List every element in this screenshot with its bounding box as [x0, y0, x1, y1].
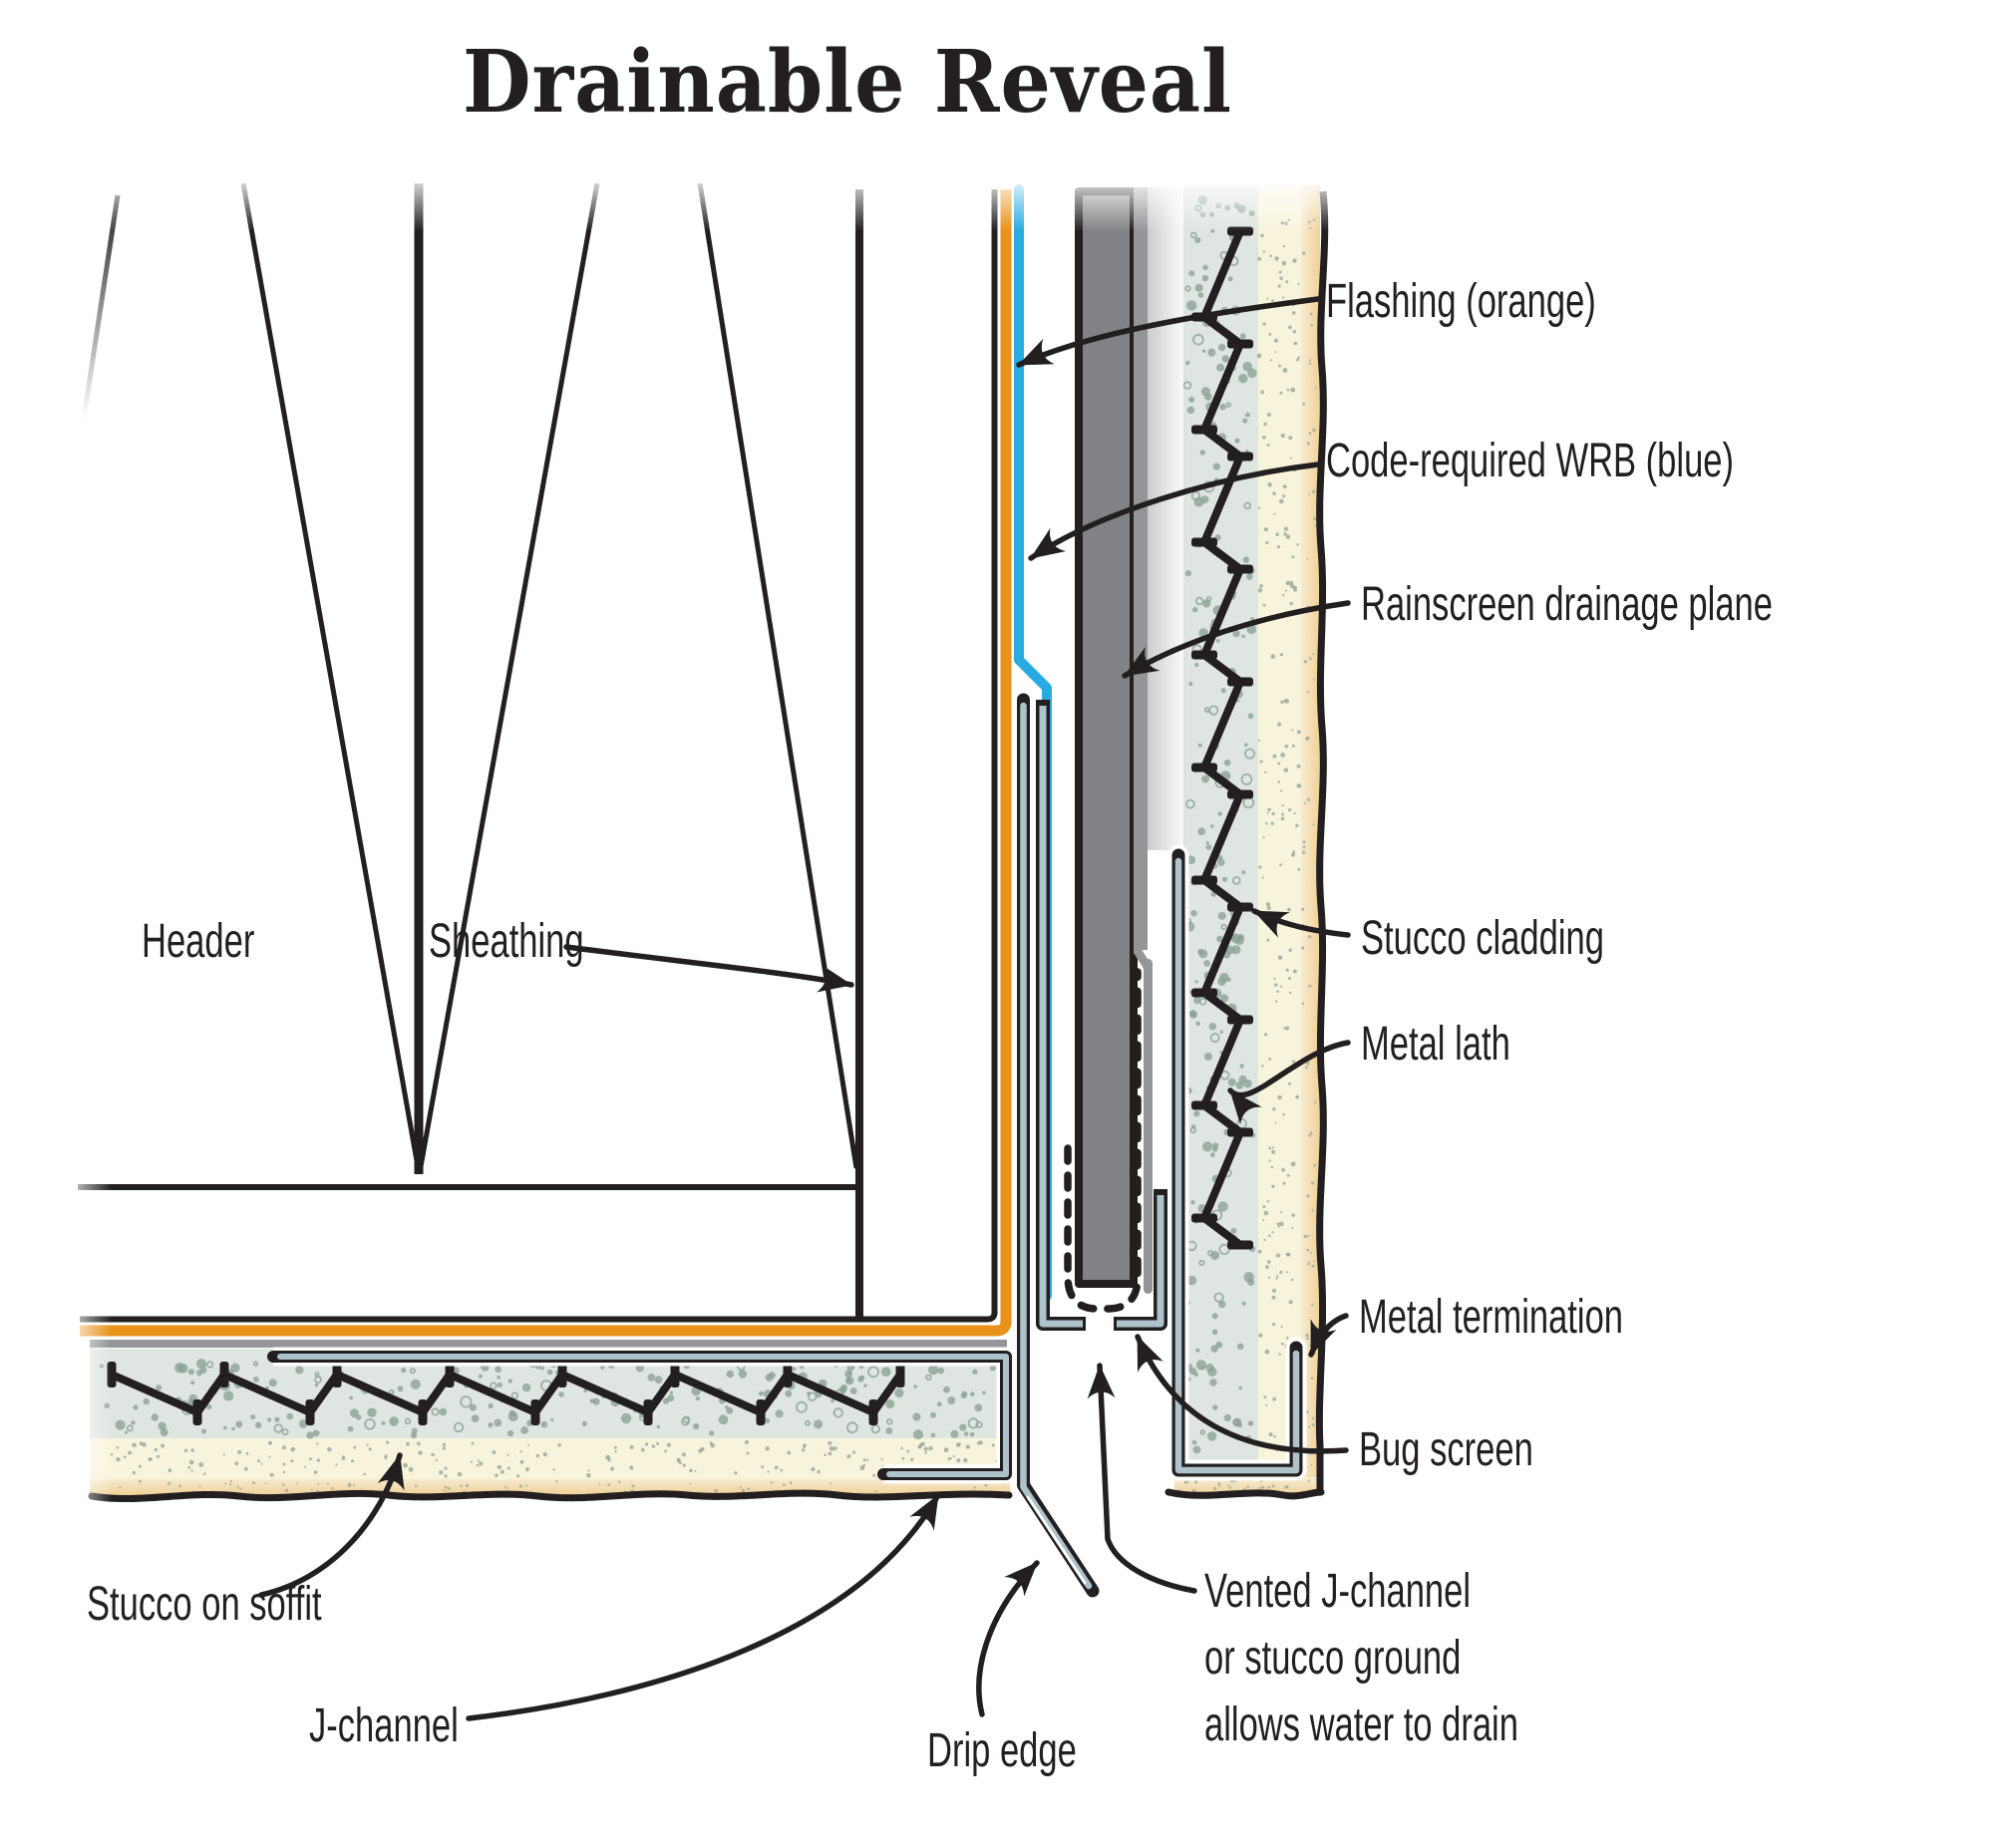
drip-edge-leader-arrow: [976, 1560, 1040, 1717]
label-rainscreen: Rainscreen drainage plane: [1361, 576, 1773, 630]
sheathing-leader-arrow: [563, 944, 854, 993]
wrb-leader-arrow: [1028, 462, 1321, 561]
header-hatch-outer-line: [697, 182, 859, 1169]
finish-speckles-soffit: [110, 1439, 1003, 1478]
label-sheathing: Sheathing: [429, 913, 584, 967]
header-block-hatch: [78, 182, 859, 1190]
soffit-finish-coat: [90, 1438, 1000, 1479]
vented-j-metal-right: [1117, 1195, 1164, 1328]
label-bug-screen: Bug screen: [1359, 1421, 1533, 1475]
label-j-channel: J-channel: [309, 1697, 459, 1751]
annotation-labels: Header Sheathing Flashing (orange) Code-…: [87, 273, 1773, 1776]
drip-edge: [1017, 693, 1100, 1598]
metal-lath-leader-arrow: [1227, 1040, 1351, 1125]
soffit-bottom-edge: [88, 1489, 1013, 1503]
soffit-j-metal: [277, 1354, 1009, 1477]
bug-screen-dashes: [1064, 968, 1142, 1313]
soffit-sheathing-keyline: [80, 189, 998, 1323]
label-header: Header: [142, 913, 254, 967]
soffit-j-channel: [267, 1347, 1016, 1484]
metal-termination-leader-arrow: [1308, 1313, 1349, 1358]
label-metal-termination: Metal termination: [1359, 1289, 1623, 1343]
label-stucco-on-soffit: Stucco on soffit: [87, 1576, 322, 1630]
rainscreen-drainage-plane: [1075, 187, 1153, 1294]
vented-j-channel: [1036, 700, 1167, 1331]
metal-termination-metal: [1174, 857, 1300, 1474]
stucco-bottom-edge-right: [1164, 1488, 1325, 1500]
soffit-drainage-stripe: [90, 1340, 1007, 1348]
flashing-leader-arrow: [1016, 296, 1321, 368]
label-vented-line3: allows water to drain: [1204, 1696, 1518, 1750]
label-drip-edge: Drip edge: [927, 1722, 1077, 1776]
metal-termination: [1167, 844, 1307, 1481]
drip-edge-metal: [1020, 702, 1093, 1590]
stucco-outer-surface-line: [1315, 190, 1329, 1493]
header-hatch-right-line: [417, 182, 600, 1173]
label-stucco-cladding: Stucco cladding: [1361, 910, 1604, 964]
vented-j-metal-left: [1039, 706, 1083, 1328]
drainage-mat-band: [1134, 187, 1148, 950]
drip-edge-keyline: [1026, 1495, 1087, 1585]
bug-screen-leader-arrow: [1135, 1334, 1349, 1454]
vented-j-channel-leader-arrow: [1087, 1363, 1197, 1594]
header-hatch-left-line: [240, 182, 422, 1173]
rainscreen-leader-arrow: [1122, 600, 1351, 679]
page-title: Drainable Reveal: [463, 32, 1232, 133]
drainage-mat-shadow: [1148, 187, 1188, 850]
j-channel-leader-arrow: [466, 1492, 941, 1721]
flashing-layer: [80, 189, 1012, 1337]
header-hatch-faded-line: [81, 194, 121, 420]
stucco-outer-coat: [1301, 185, 1320, 1477]
label-vented-line1: Vented J-channel: [1204, 1563, 1471, 1617]
label-wrb: Code-required WRB (blue): [1326, 433, 1734, 486]
stucco-cladding: [1174, 185, 1320, 1495]
drainage-mat-lower-strip: [1144, 959, 1153, 1294]
left-fade: [60, 1166, 112, 1515]
metal-lath-soffit: [107, 1362, 905, 1425]
finish-speckles-wall: [1256, 218, 1302, 1451]
stucco-cladding-leader-arrow: [1251, 908, 1351, 938]
top-fade: [65, 171, 1346, 231]
label-flashing: Flashing (orange): [1326, 273, 1596, 327]
outer-speckles-soffit: [119, 1479, 1005, 1494]
label-vented-line2: or stucco ground: [1204, 1630, 1461, 1684]
label-metal-lath: Metal lath: [1361, 1016, 1510, 1070]
stucco-on-soffit-leader-arrow: [258, 1452, 405, 1598]
rainscreen-core: [1083, 195, 1130, 1280]
